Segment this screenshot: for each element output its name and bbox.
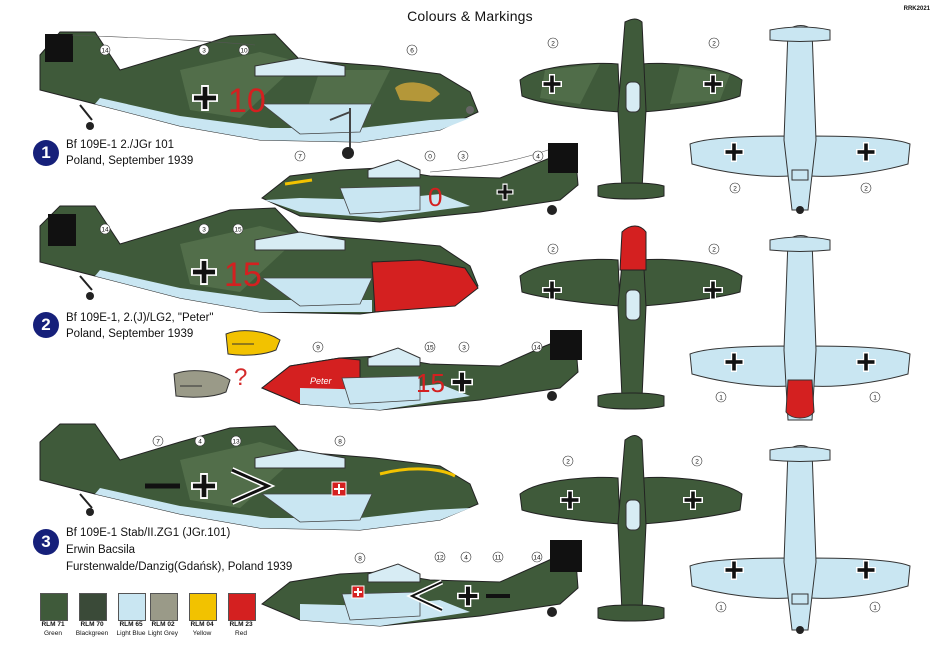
swatch-rlm23 [228, 593, 256, 621]
scheme-1-caption: Bf 109E-1 2./JGr 101 Poland, September 1… [66, 137, 193, 169]
callout: 2 [864, 186, 868, 193]
callout: 2 [712, 41, 716, 48]
aircraft-2-starboard-code: 15 [416, 368, 445, 398]
callout: 1 [719, 605, 723, 612]
palette-code: RLM 23 [229, 621, 253, 628]
swatch-rlm04 [189, 593, 217, 621]
scheme-3-line: Bf 109E-1 Stab/II.ZG1 (JGr.101) [66, 527, 231, 539]
aircraft-1-top-view [519, 18, 743, 200]
aircraft-1-starboard-code: 0 [428, 182, 442, 212]
callout: 12 [436, 555, 444, 562]
palette-name: Light Grey [148, 630, 178, 637]
callout: 2 [566, 459, 570, 466]
grey-cowling [173, 370, 231, 398]
palette-code: RLM 04 [190, 621, 214, 628]
callout: 2 [551, 41, 555, 48]
aircraft-2-top-view [519, 225, 743, 410]
aircraft-2-starboard-profile [261, 330, 582, 411]
aircraft-2-code: 15 [224, 256, 262, 294]
aircraft-2-port-profile [39, 205, 479, 315]
scheme-1-badge: 1 [33, 140, 59, 166]
callout: 1 [873, 605, 877, 612]
callout: 3 [202, 48, 206, 55]
callout: 4 [536, 154, 540, 161]
swatch-rlm70 [79, 593, 107, 621]
callout: 8 [338, 439, 342, 446]
callout: 2 [695, 459, 699, 466]
callout: 2 [712, 247, 716, 254]
aircraft-3-starboard-profile [261, 540, 582, 627]
callout: 0 [428, 154, 432, 161]
scheme-2-caption: Bf 109E-1, 2.(J)/LG2, "Peter" Poland, Se… [66, 310, 214, 342]
callout: 3 [461, 154, 465, 161]
sheet-title: Colours & Markings [407, 8, 533, 24]
callout: 4 [464, 555, 468, 562]
palette-name: Green [43, 630, 63, 637]
scheme-2-line: Poland, September 1939 [66, 328, 194, 340]
palette-name: Light Blue [116, 630, 146, 637]
scheme-1-line: Bf 109E-1 2./JGr 101 [66, 139, 175, 151]
aircraft-1-port-profile [39, 31, 479, 159]
scheme-3-badge: 3 [33, 529, 59, 555]
aircraft-1-starboard-profile [261, 143, 579, 223]
scheme-2-badge: 2 [33, 312, 59, 338]
swatch-rlm71 [40, 593, 68, 621]
callout: 13 [232, 439, 240, 446]
callout: 3 [202, 227, 206, 234]
aircraft-1-code: 10 [228, 82, 266, 120]
callout: 3 [462, 345, 466, 352]
palette-code: RLM 70 [80, 621, 104, 628]
callout: 10 [240, 48, 248, 55]
palette-code: RLM 65 [119, 621, 143, 628]
yellow-cowling [225, 330, 281, 356]
callout: 1 [873, 395, 877, 402]
aircraft-1-bottom-view [689, 25, 911, 214]
palette-name: Red [235, 630, 247, 637]
callout: 8 [358, 556, 362, 563]
swatch-rlm02 [150, 593, 178, 621]
callout: 7 [156, 439, 160, 446]
callout: 14 [101, 227, 109, 234]
callout: 4 [198, 439, 202, 446]
palette-code: RLM 02 [151, 621, 175, 628]
question-mark: ? [234, 364, 248, 391]
callout: 11 [495, 555, 502, 562]
callout: 6 [410, 48, 414, 55]
palette-name: Blackgreen [75, 630, 109, 637]
scheme-3-line: Furstenwalde/Danzig(Gdańsk), Poland 1939 [66, 561, 293, 573]
callout: 2 [551, 247, 555, 254]
callout: 2 [733, 186, 737, 193]
aircraft-2-bottom-view [689, 235, 911, 421]
callout: 14 [533, 345, 541, 352]
aircraft-3-port-profile [39, 423, 479, 531]
swatch-rlm65 [118, 593, 146, 621]
callout: 15 [426, 345, 434, 352]
scheme-3-caption: Bf 109E-1 Stab/II.ZG1 (JGr.101) Erwin Ba… [66, 525, 292, 576]
palette-code: RLM 71 [41, 621, 65, 628]
callout: 1 [719, 395, 723, 402]
aircraft-3-bottom-view [689, 445, 911, 634]
callout: 14 [533, 555, 541, 562]
scheme-3-line: Erwin Bacsila [66, 544, 136, 556]
callouts: 14 3 10 6 7 0 3 4 2 2 2 2 14 3 15 9 15 3… [99, 37, 881, 613]
callout: 15 [234, 227, 242, 234]
callout: 7 [298, 154, 302, 161]
callout: 9 [316, 345, 320, 352]
scheme-1-line: Poland, September 1939 [66, 155, 194, 167]
sheet-code: RRK2021 [903, 6, 930, 12]
palette-name: Yellow [192, 630, 212, 637]
scheme-2-line: Bf 109E-1, 2.(J)/LG2, "Peter" [66, 312, 214, 324]
callout: 14 [101, 48, 109, 55]
nose-art-name: Peter [310, 376, 333, 386]
